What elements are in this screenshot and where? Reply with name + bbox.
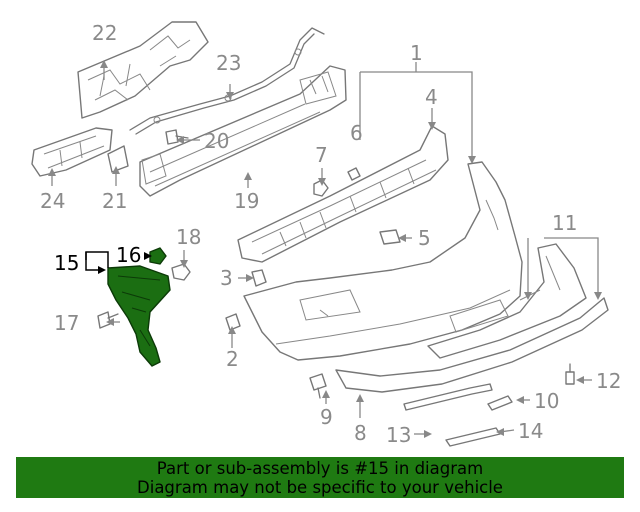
callout-13: 13 bbox=[386, 423, 411, 447]
callout-9: 9 bbox=[320, 405, 333, 429]
info-banner: Part or sub-assembly is #15 in diagram D… bbox=[16, 457, 624, 498]
highlight-leader-lines bbox=[85, 251, 152, 274]
callout-10: 10 bbox=[534, 389, 559, 413]
part-12-screw bbox=[565, 363, 575, 385]
callout-20: 20 bbox=[204, 129, 229, 153]
callout-19: 19 bbox=[234, 189, 259, 213]
callout-5: 5 bbox=[418, 226, 431, 250]
part-19-impact-bar bbox=[139, 65, 347, 197]
callout-16: 16 bbox=[116, 243, 141, 267]
callout-12: 12 bbox=[596, 369, 621, 393]
part-6-washer bbox=[347, 167, 361, 181]
part-10-reflector bbox=[487, 395, 513, 411]
part-4-mount-bracket bbox=[237, 125, 449, 263]
callout-22: 22 bbox=[92, 21, 117, 45]
part-16-nut-highlighted bbox=[149, 247, 167, 265]
part-22-energy-absorber bbox=[77, 21, 209, 119]
banner-line-1: Part or sub-assembly is #15 in diagram bbox=[156, 459, 484, 478]
parts-diagram: 1 2 3 4 5 6 7 8 9 10 11 12 13 14 15 16 1… bbox=[31, 21, 621, 447]
callout-labels: 1 2 3 4 5 6 7 8 9 10 11 12 13 14 15 16 1… bbox=[40, 21, 621, 447]
banner-line-2: Diagram may not be specific to your vehi… bbox=[137, 478, 503, 497]
callout-18: 18 bbox=[176, 225, 201, 249]
callout-1: 1 bbox=[410, 41, 423, 65]
callout-6: 6 bbox=[350, 121, 363, 145]
part-8-lower-trim bbox=[335, 297, 609, 393]
callout-14: 14 bbox=[518, 419, 543, 443]
part-3-bolt bbox=[251, 269, 267, 287]
part-5-clip bbox=[379, 229, 401, 245]
callout-17: 17 bbox=[54, 311, 79, 335]
part-18-grommet bbox=[171, 263, 191, 281]
part-21-clip bbox=[107, 145, 129, 173]
callout-23: 23 bbox=[216, 51, 241, 75]
part-9-screw bbox=[309, 373, 327, 399]
callout-3: 3 bbox=[220, 266, 233, 290]
part-24-bracket bbox=[31, 127, 113, 177]
part-1-bumper-cover bbox=[243, 161, 523, 361]
leader-arrowheads bbox=[48, 60, 602, 438]
callout-2: 2 bbox=[226, 347, 239, 371]
part-17-bolt bbox=[97, 311, 119, 329]
callout-11: 11 bbox=[552, 211, 577, 235]
callout-7: 7 bbox=[315, 143, 328, 167]
callout-24: 24 bbox=[40, 189, 65, 213]
callout-4: 4 bbox=[425, 85, 438, 109]
callout-21: 21 bbox=[102, 189, 127, 213]
callout-8: 8 bbox=[354, 421, 367, 445]
part-23-wiring-harness bbox=[129, 27, 325, 135]
part-13-trim-strip bbox=[403, 383, 493, 411]
part-20-bolt bbox=[165, 129, 189, 145]
part-14-trim-strip bbox=[445, 427, 501, 447]
callout-15: 15 bbox=[54, 251, 79, 275]
part-15-bracket-highlighted bbox=[107, 265, 171, 367]
part-2-clip bbox=[225, 313, 241, 331]
